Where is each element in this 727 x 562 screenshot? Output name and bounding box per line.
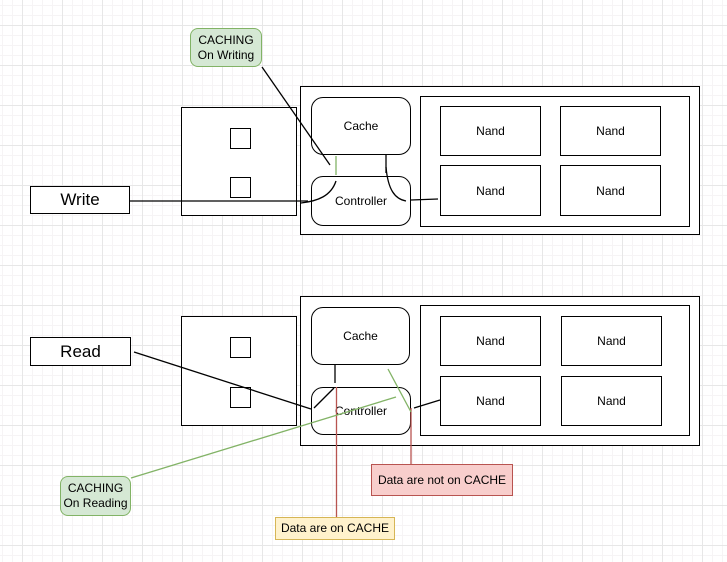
controller-box-write[interactable]: Controller bbox=[311, 176, 411, 226]
annotation-line: CACHING bbox=[67, 481, 124, 495]
nand-box[interactable]: Nand bbox=[560, 106, 661, 156]
nand-box[interactable]: Nand bbox=[561, 316, 662, 366]
read-source-label: Read bbox=[60, 341, 101, 361]
annotation-caching-on-reading[interactable]: CACHING On Reading bbox=[60, 476, 131, 516]
usb-pin-square bbox=[230, 337, 251, 358]
annotation-data-on-cache[interactable]: Data are on CACHE bbox=[275, 517, 395, 540]
nand-box[interactable]: Nand bbox=[561, 376, 662, 426]
cache-box-read[interactable]: Cache bbox=[311, 307, 410, 365]
cache-label: Cache bbox=[343, 119, 379, 133]
annotation-line: Data are on CACHE bbox=[280, 521, 390, 535]
nand-label: Nand bbox=[596, 183, 625, 198]
annotation-line: On Reading bbox=[63, 496, 128, 510]
nand-box[interactable]: Nand bbox=[440, 316, 541, 366]
read-source-box[interactable]: Read bbox=[30, 337, 131, 366]
nand-label: Nand bbox=[596, 124, 625, 138]
controller-label: Controller bbox=[334, 194, 388, 208]
nand-label: Nand bbox=[476, 183, 505, 198]
controller-label: Controller bbox=[334, 404, 388, 418]
usb-pin-square bbox=[230, 177, 251, 198]
nand-label: Nand bbox=[476, 394, 505, 408]
write-source-box[interactable]: Write bbox=[30, 186, 130, 214]
nand-box[interactable]: Nand bbox=[440, 376, 541, 426]
nand-box[interactable]: Nand bbox=[440, 106, 541, 156]
cache-label: Cache bbox=[343, 329, 378, 343]
write-source-label: Write bbox=[60, 190, 100, 209]
controller-box-read[interactable]: Controller bbox=[311, 387, 411, 435]
nand-label: Nand bbox=[597, 394, 626, 408]
nand-box[interactable]: Nand bbox=[440, 165, 541, 216]
usb-connector-top[interactable] bbox=[181, 107, 297, 216]
usb-pin-square bbox=[230, 128, 251, 149]
usb-connector-bottom[interactable] bbox=[181, 316, 297, 426]
usb-pin-square bbox=[230, 387, 251, 408]
nand-box[interactable]: Nand bbox=[560, 165, 661, 216]
annotation-line: CACHING bbox=[198, 32, 254, 47]
nand-label: Nand bbox=[476, 124, 505, 138]
nand-label: Nand bbox=[597, 334, 626, 348]
annotation-line: Data are not on CACHE bbox=[377, 472, 507, 487]
annotation-data-not-on-cache[interactable]: Data are not on CACHE bbox=[371, 464, 513, 496]
cache-box-write[interactable]: Cache bbox=[311, 97, 411, 155]
annotation-caching-on-writing[interactable]: CACHING On Writing bbox=[190, 28, 262, 67]
nand-label: Nand bbox=[476, 334, 505, 348]
annotation-line: On Writing bbox=[197, 47, 255, 62]
